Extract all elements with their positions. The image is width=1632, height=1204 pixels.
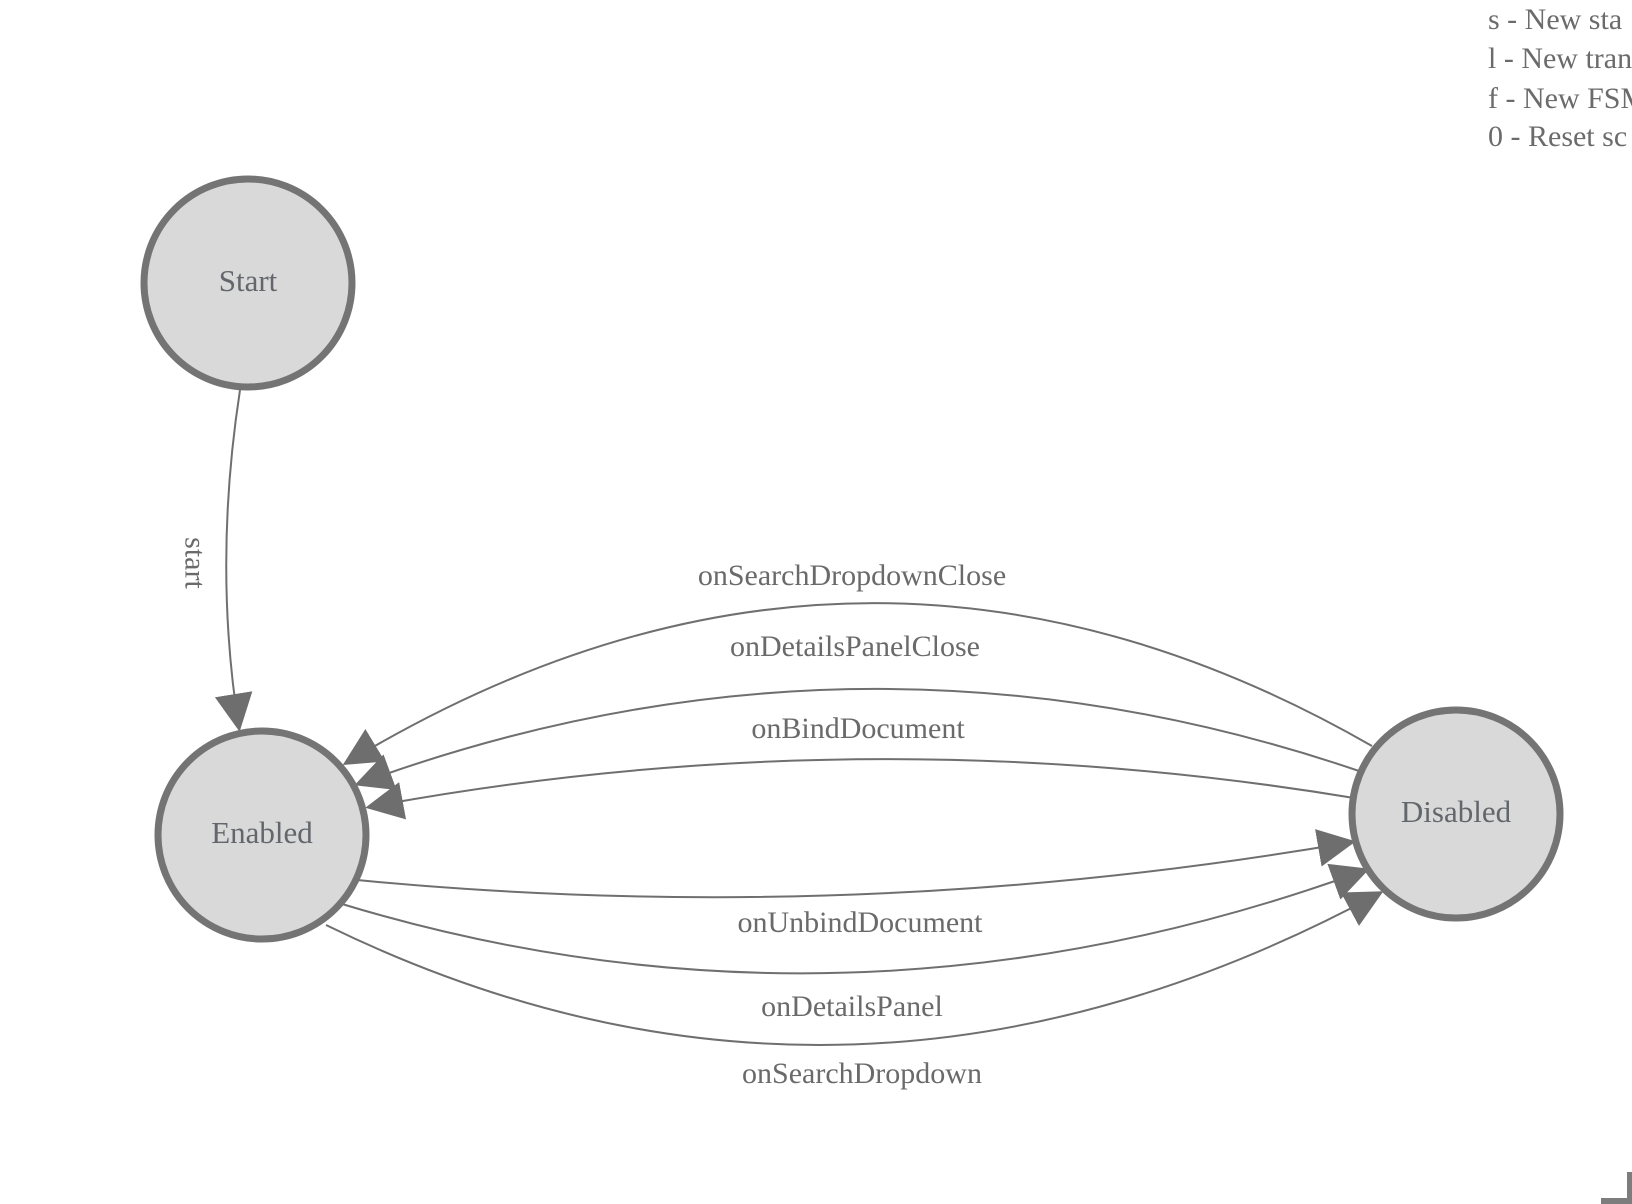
state-label-enabled: Enabled [211,815,313,850]
edge-label-onSearchDropdown: onSearchDropdown [742,1057,982,1090]
legend-line-new-transition: l - New tran [1488,42,1632,75]
transition-edge-start[interactable]: start [179,389,253,732]
legend-line-new-state: s - New sta [1488,3,1622,36]
edge-label-onDetailsPanelClose: onDetailsPanelClose [730,630,980,663]
legend: s - New sta l - New tran f - New FSM 0 -… [1488,3,1632,153]
partial-corner-element [1601,1172,1632,1204]
edge-path-onBindDocument[interactable] [365,758,1355,820]
transition-edge-onUnbindDocument[interactable]: onUnbindDocument [356,829,1356,939]
state-circle-disabled[interactable] [1348,706,1564,922]
edge-path-start[interactable] [214,389,253,732]
corner-vertical-bar [1627,1172,1632,1204]
edge-label-onUnbindDocument: onUnbindDocument [738,906,984,939]
edge-path-onDetailsPanel[interactable] [341,863,1370,975]
edge-path-onUnbindDocument[interactable] [356,829,1356,899]
legend-line-new-fsm: f - New FSM [1488,82,1632,115]
transition-edge-onDetailsPanelClose[interactable]: onDetailsPanelClose [354,630,1363,791]
edge-path-onDetailsPanelClose[interactable] [354,687,1363,791]
edge-path-onSearchDropdown[interactable] [325,891,1384,1046]
edge-label-onSearchDropdownClose: onSearchDropdownClose [698,559,1006,592]
state-node-enabled[interactable]: Enabled [154,727,370,943]
corner-horizontal-bar [1601,1198,1632,1204]
state-circle-start[interactable] [140,175,356,391]
state-label-disabled: Disabled [1401,794,1512,829]
transition-edge-onDetailsPanel[interactable]: onDetailsPanel [341,863,1370,1023]
transition-edge-onBindDocument[interactable]: onBindDocument [365,712,1355,820]
edge-path-onSearchDropdownClose[interactable] [342,602,1373,765]
edge-label-start: start [179,537,212,589]
transition-edge-onSearchDropdownClose[interactable]: onSearchDropdownClose [342,559,1373,765]
state-node-disabled[interactable]: Disabled [1348,706,1564,922]
state-label-start: Start [219,263,278,298]
state-node-start[interactable]: Start [140,175,356,391]
edge-label-onDetailsPanel: onDetailsPanel [761,990,943,1023]
transition-edge-onSearchDropdown[interactable]: onSearchDropdown [325,891,1384,1090]
legend-line-reset: 0 - Reset sc [1488,120,1627,153]
state-circle-enabled[interactable] [154,727,370,943]
edge-label-onBindDocument: onBindDocument [751,712,965,745]
